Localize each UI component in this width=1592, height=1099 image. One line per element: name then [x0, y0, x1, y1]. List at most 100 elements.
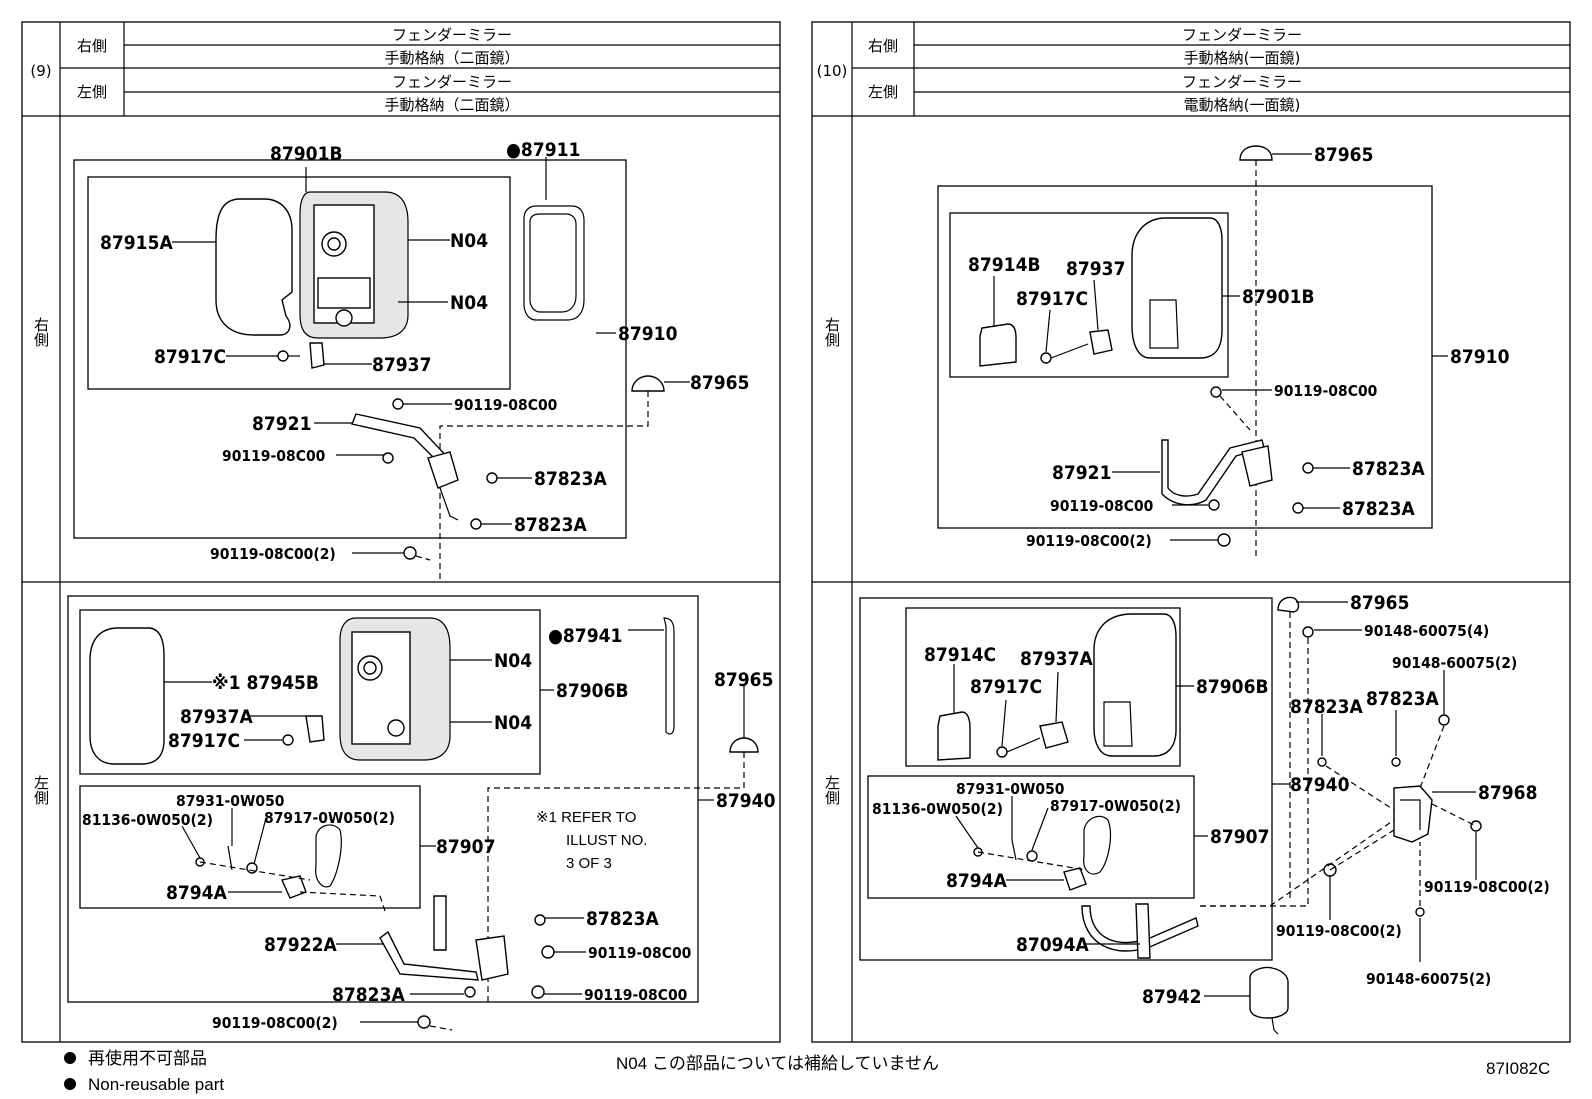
- p9l-label-14: 87823A: [586, 908, 659, 930]
- p9l-label-17: 87823A: [332, 984, 405, 1006]
- p10r-label-4: 87901B: [1242, 286, 1315, 308]
- p9l-label-19: 90119-08C00(2): [212, 1014, 338, 1032]
- panel-10-right-sub: 手動格納(一面鏡): [1184, 49, 1301, 67]
- p10l-label-6: 87906B: [1196, 676, 1269, 698]
- p9r-label-0: 87901B: [270, 143, 343, 165]
- p10l-label-4: 87937A: [1020, 648, 1093, 670]
- p9r-label-10: 87921: [252, 413, 311, 435]
- p9r-label-13: 87823A: [514, 514, 587, 536]
- figure-code: 87I082C: [1486, 1059, 1550, 1078]
- p10r-label-10: 87823A: [1342, 498, 1415, 520]
- p10l-leaders: [953, 601, 1477, 997]
- legend-jp: 再使用不可部品: [88, 1048, 207, 1068]
- n04-note: N04 この部品については補給していません: [616, 1054, 939, 1073]
- p9l-label-3: ※1 87945B: [212, 672, 319, 694]
- p10r-drawing: [937, 145, 1433, 560]
- p9r-label-14: 90119-08C00(2): [210, 545, 336, 563]
- p10r-label-5: 87910: [1450, 346, 1510, 368]
- p10l-label-20: 87942: [1142, 986, 1201, 1008]
- panel-9-left-label: 左側: [77, 83, 107, 101]
- p9r-label-11: 90119-08C00: [222, 447, 326, 465]
- p9l-label-15: 87922A: [264, 934, 337, 956]
- p9l-label-2: N04: [494, 650, 532, 672]
- p9r-label-3: N04: [450, 230, 488, 252]
- p10l-label-8: 87823A: [1366, 688, 1439, 710]
- p10l-label-5: 87917C: [970, 676, 1042, 698]
- p9r-label-2: 87915A: [100, 232, 173, 254]
- panel-9-left-type: フェンダーミラー: [392, 73, 512, 91]
- p9r-label-12: 87823A: [534, 468, 607, 490]
- panel-10-id: (10): [817, 62, 848, 80]
- p10l-label-1: 90148-60075(4): [1364, 622, 1489, 640]
- p9l-label-7: 87917C: [168, 730, 240, 752]
- p10r-label-9: 90119-08C00: [1050, 497, 1154, 515]
- panel-10-right-label: 右側: [868, 37, 898, 55]
- p9l-label-13: 8794A: [166, 882, 228, 904]
- panel-9-right-sub: 手動格納（二面鏡）: [384, 49, 519, 67]
- panel-10-frame: [811, 21, 1571, 1043]
- p10l-label-0: 87965: [1350, 592, 1409, 614]
- p10r-label-8: 87921: [1052, 462, 1111, 484]
- panel-9-row-left: 左側: [32, 775, 50, 805]
- panel-10-left-label: 左側: [868, 83, 898, 101]
- p9l-leaders: [164, 629, 745, 1023]
- p9l-label-10: 81136-0W050(2): [82, 811, 213, 829]
- p10l-label-16: 90119-08C00(2): [1424, 878, 1550, 896]
- p10r-label-6: 90119-08C00: [1274, 382, 1378, 400]
- p10r-label-0: 87965: [1314, 144, 1373, 166]
- p9l-label-4: 87906B: [556, 680, 629, 702]
- p9r-leaders: [172, 157, 690, 554]
- p9l-label-11: 87917-0W050(2): [264, 809, 395, 827]
- p10l-label-13: 87917-0W050(2): [1050, 797, 1181, 815]
- p10l-label-10: 87968: [1478, 782, 1537, 804]
- p9r-label-9: 90119-08C00: [454, 396, 558, 414]
- panel-9-right-label: 右側: [77, 37, 107, 55]
- p9r-label-4: N04: [450, 292, 488, 314]
- panel-10-left-type: フェンダーミラー: [1182, 73, 1302, 91]
- p9r-label-5: 87910: [618, 323, 678, 345]
- legend-en: Non-reusable part: [88, 1075, 224, 1094]
- panel-10-row-right: 右側: [823, 317, 841, 347]
- panel-10-row-left: 左側: [823, 775, 841, 805]
- p10l-label-12: 81136-0W050(2): [872, 800, 1003, 818]
- refer-note-line-3: 3 OF 3: [566, 855, 612, 872]
- p10l-label-2: 90148-60075(2): [1392, 654, 1517, 672]
- refer-note-line-2: ILLUST NO.: [566, 832, 647, 849]
- p10l-label-17: 90119-08C00(2): [1276, 922, 1402, 940]
- panel-9-id: (9): [30, 62, 51, 80]
- p9r-label-8: 87965: [690, 372, 749, 394]
- p10l-label-3: 87914C: [924, 644, 996, 666]
- p9l-label-8: 87940: [716, 790, 776, 812]
- p10l-label-18: 87094A: [1016, 934, 1089, 956]
- p9l-label-18: 90119-08C00: [584, 986, 688, 1004]
- p10l-label-7: 87823A: [1290, 696, 1363, 718]
- panel-10-right-type: フェンダーミラー: [1182, 26, 1302, 44]
- panel-9-row-right: 右側: [32, 317, 50, 347]
- panel-9-right-type: フェンダーミラー: [392, 26, 512, 44]
- p10l-label-11: 87931-0W050: [956, 780, 1065, 798]
- refer-note-line-1: ※1 REFER TO: [536, 809, 636, 826]
- p10r-label-11: 90119-08C00(2): [1026, 532, 1152, 550]
- p9l-label-9: 87931-0W050: [176, 792, 285, 810]
- p9l-label-12: 87907: [436, 836, 495, 858]
- p9r-label-1: ●87911: [506, 139, 580, 161]
- panel-10-left-sub: 電動格納(一面鏡): [1184, 96, 1301, 114]
- p9r-label-7: 87937: [372, 354, 431, 376]
- p9r-drawing: [73, 159, 665, 582]
- p10r-label-7: 87823A: [1352, 458, 1425, 480]
- p10r-label-1: 87914B: [968, 254, 1041, 276]
- p10r-label-2: 87937: [1066, 258, 1125, 280]
- p9l-label-16: 90119-08C00: [588, 944, 692, 962]
- legend-bullet-icon: [64, 1052, 76, 1064]
- legend-bullet-en-icon: [64, 1078, 76, 1090]
- panel-9-left-sub: 手動格納（二面鏡）: [384, 96, 519, 114]
- p10l-label-15: 8794A: [946, 870, 1008, 892]
- p9r-label-6: 87917C: [154, 346, 226, 368]
- p9l-label-1: 87965: [714, 669, 773, 691]
- p9l-label-5: N04: [494, 712, 532, 734]
- panel-9-frame: [21, 21, 781, 1043]
- p9l-drawing: [67, 595, 759, 1031]
- p10r-label-3: 87917C: [1016, 288, 1088, 310]
- p10l-label-19: 90148-60075(2): [1366, 970, 1491, 988]
